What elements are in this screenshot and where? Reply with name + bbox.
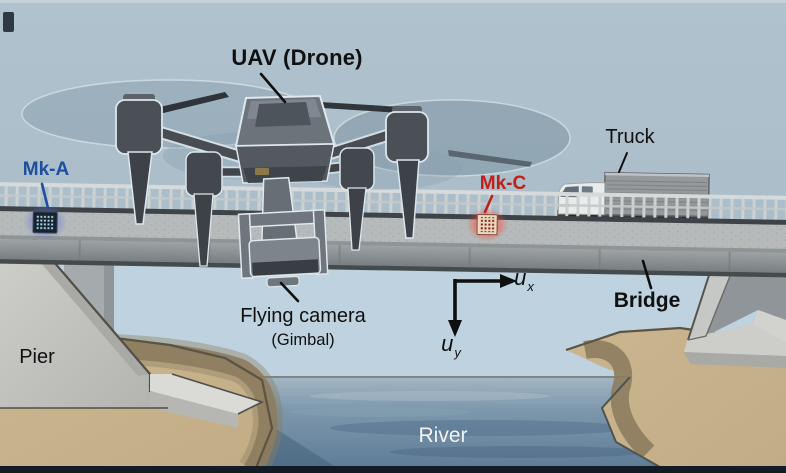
axis-x-arrowhead xyxy=(500,274,517,288)
coordinate-axes xyxy=(448,274,517,337)
mk-c-marker xyxy=(466,207,509,242)
axis-y-arrowhead xyxy=(448,320,462,337)
mk-a-marker xyxy=(23,203,68,240)
river-label: River xyxy=(418,424,468,447)
gimbal-label: (Gimbal) xyxy=(271,331,335,349)
flying-camera-pointer-line xyxy=(279,281,300,303)
axis-y-sub: y xyxy=(454,345,461,360)
uav-label: UAV (Drone) xyxy=(231,45,363,70)
left-pier xyxy=(0,233,265,428)
axis-x-base: u xyxy=(514,265,527,290)
mk-a-pointer-line xyxy=(40,182,50,210)
pointer-lines xyxy=(40,72,653,303)
bridge-pointer-line xyxy=(641,259,653,290)
uav-pointer-line xyxy=(259,72,287,104)
river-water xyxy=(240,376,670,473)
right-pier xyxy=(684,265,786,368)
bottom-edge-strip xyxy=(0,466,786,473)
axis-y-label: uy xyxy=(441,332,461,360)
drone-body xyxy=(234,94,336,184)
pier-label: Pier xyxy=(19,346,55,368)
axis-y-base: u xyxy=(441,331,454,356)
mk-c-label: Mk-C xyxy=(479,173,527,194)
axis-x-sub: x xyxy=(527,279,534,294)
truck-label: Truck xyxy=(605,126,655,148)
mk-a-label: Mk-A xyxy=(22,159,70,180)
bridge-label: Bridge xyxy=(613,289,681,312)
camera-lens-band xyxy=(252,259,319,276)
bridge-structure xyxy=(0,171,786,278)
truck-pointer-line xyxy=(618,152,628,173)
axis-x-label: ux xyxy=(514,266,534,294)
corner-artifact xyxy=(3,12,14,32)
mk-c-pointer-line xyxy=(483,194,494,214)
flying-camera-label: Flying camera xyxy=(240,305,366,327)
drone-motor-pods xyxy=(115,94,429,267)
